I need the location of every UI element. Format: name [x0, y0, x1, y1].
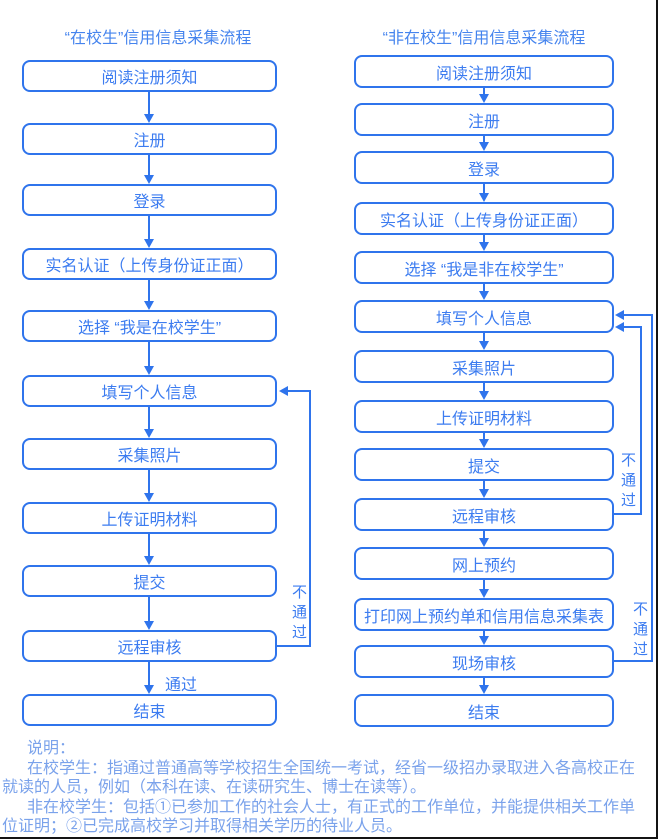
flow-step-box: 填写个人信息: [354, 300, 614, 333]
arrow-down-icon: [144, 429, 154, 438]
flow-step-box: 采集照片: [354, 350, 614, 383]
flow-step-box: 打印网上预约单和信用信息采集表: [354, 598, 614, 631]
flowchart-title-non-students: “非在校生”信用信息采集流程: [382, 30, 586, 47]
arrow-down-icon: [479, 291, 489, 300]
arrow-down-icon: [479, 489, 489, 498]
arrow-down-icon: [479, 439, 489, 448]
flow-step-box: 选择 “我是非在校学生”: [354, 251, 614, 284]
flowchart-title-students: “在校生”信用信息采集流程: [64, 30, 252, 47]
flow-step-box: 上传证明材料: [22, 502, 277, 534]
fail-label-left-loop: 不通过: [291, 584, 307, 641]
flow-step-box: 注册: [22, 123, 277, 155]
arrow-down-icon: [144, 301, 154, 310]
flow-step-box: 填写个人信息: [22, 375, 277, 407]
loop-connector: [614, 326, 642, 515]
flow-step-box: 阅读注册须知: [22, 60, 277, 92]
flow-step-box: 提交: [22, 565, 277, 597]
arrow-left-icon: [615, 322, 624, 332]
note-line: 就读的人员，例如（本科在读、在读研究生、博士在读等）。: [2, 779, 427, 797]
arrow-down-icon: [144, 493, 154, 502]
flow-step-box: 实名认证（上传身份证正面）: [22, 248, 277, 280]
note-line: 位证明；②已完成高校学习并取得相关学历的待业人员。: [2, 818, 403, 836]
screen-edge-bottom: [0, 837, 658, 839]
screen-edge-right: [656, 0, 658, 839]
arrow-down-icon: [144, 685, 154, 694]
flow-step-box: 选择 “我是在校学生”: [22, 310, 277, 342]
flow-step-box: 结束: [22, 694, 277, 726]
flow-step-box: 登录: [354, 151, 614, 184]
arrow-left-icon: [279, 386, 288, 396]
flow-step-box: 注册: [354, 103, 614, 136]
arrow-down-icon: [479, 193, 489, 202]
flow-step-box: 实名认证（上传身份证正面）: [354, 202, 614, 235]
loop-connector: [277, 390, 311, 647]
arrow-down-icon: [479, 636, 489, 645]
flow-step-box: 现场审核: [354, 645, 614, 678]
arrow-down-icon: [479, 242, 489, 251]
arrow-down-icon: [479, 685, 489, 694]
flow-step-box: 远程审核: [354, 498, 614, 531]
notes-heading: 说明：: [27, 740, 76, 757]
fail-label-remote-review-loop: 不通过: [620, 452, 636, 509]
flow-step-box: 提交: [354, 448, 614, 481]
pass-label: 通过: [165, 677, 198, 694]
arrow-down-icon: [144, 239, 154, 248]
arrow-down-icon: [479, 94, 489, 103]
arrow-down-icon: [479, 538, 489, 547]
arrow-down-icon: [479, 142, 489, 151]
arrow-down-icon: [479, 341, 489, 350]
arrow-down-icon: [144, 621, 154, 630]
arrow-down-icon: [144, 556, 154, 565]
flow-step-box: 上传证明材料: [354, 400, 614, 433]
arrow-down-icon: [144, 366, 154, 375]
arrow-down-icon: [479, 589, 489, 598]
flow-step-box: 采集照片: [22, 438, 277, 470]
arrow-down-icon: [144, 114, 154, 123]
arrow-left-icon: [615, 310, 624, 320]
note-line: 在校学生：指通过普通高等学校招生全国统一考试，经省一级招办录取进入各高校正在: [27, 759, 636, 777]
note-line: 非在校学生：包括①已参加工作的社会人士，有正式的工作单位，并能提供相关工作单: [27, 798, 636, 816]
arrow-down-icon: [144, 175, 154, 184]
flow-step-box: 登录: [22, 184, 277, 216]
flow-step-box: 远程审核: [22, 630, 277, 662]
flow-step-box: 结束: [354, 694, 614, 727]
fail-label-onsite-review-loop: 不通过: [632, 601, 648, 658]
flow-step-box: 阅读注册须知: [354, 55, 614, 88]
loop-connector: [614, 314, 653, 662]
flow-step-box: 网上预约: [354, 547, 614, 580]
notes-block: 说明： 在校学生：指通过普通高等学校招生全国统一考试，经省一级招办录取进入各高校…: [2, 739, 658, 837]
arrow-down-icon: [479, 391, 489, 400]
